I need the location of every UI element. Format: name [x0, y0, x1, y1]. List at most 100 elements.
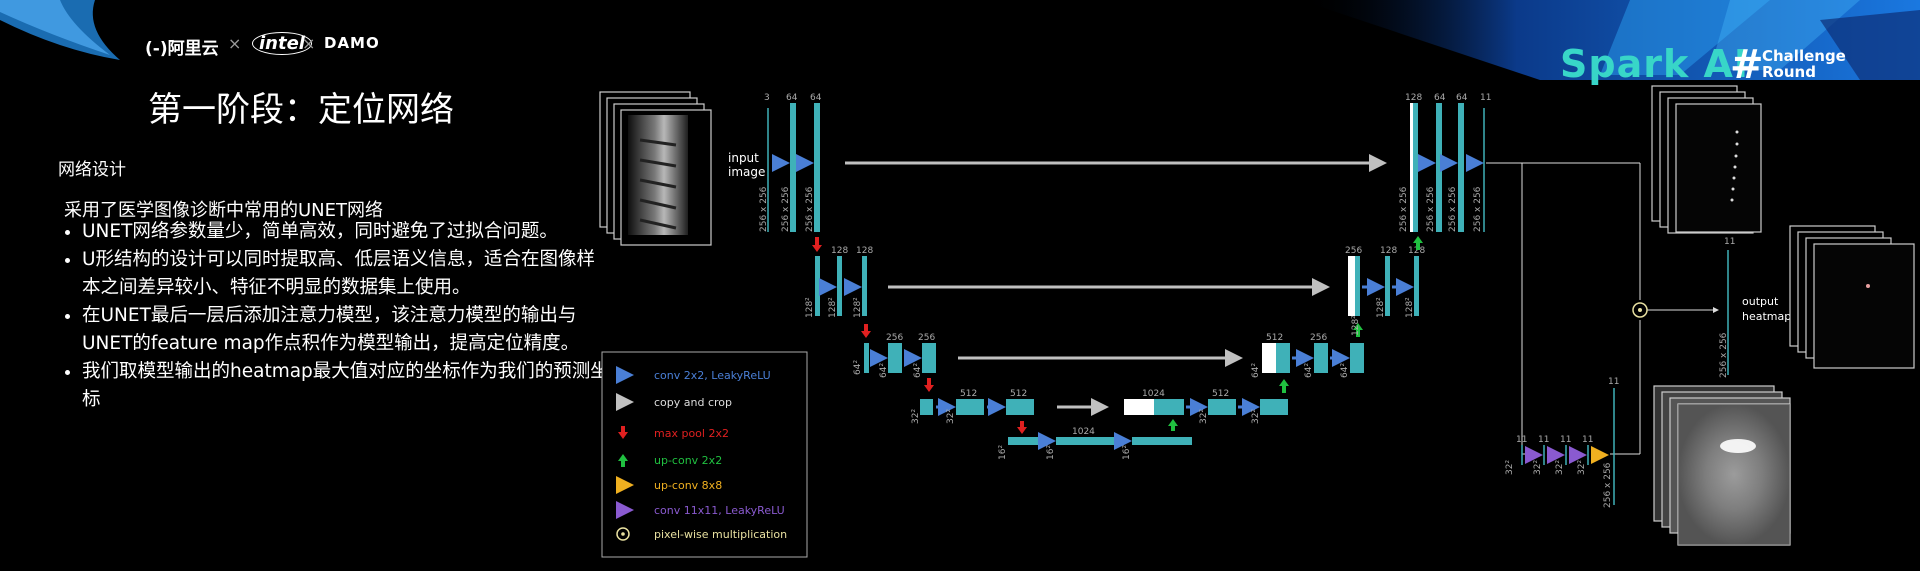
damo-logo: DAMO [324, 34, 380, 52]
bottleneck: 1024 16² 16² 16² [998, 419, 1192, 460]
bullet-item: UNET网络参数量少，简单高效，同时避免了过拟合问题。 [82, 218, 612, 246]
keypoint-dots [1730, 130, 1739, 202]
svg-text:32²: 32² [911, 409, 921, 424]
feature-block [814, 103, 820, 232]
svg-text:32²: 32² [1199, 409, 1209, 424]
svg-text:11: 11 [1538, 435, 1549, 445]
decoder-level-2: 256 128 128 128² 128² 128² [1345, 236, 1425, 336]
input-image-stack [599, 91, 712, 246]
mri-spine-image [628, 115, 688, 235]
svg-text:max pool 2x2: max pool 2x2 [654, 427, 729, 440]
svg-text:64²: 64² [853, 360, 863, 375]
svg-text:128²: 128² [805, 297, 815, 318]
svg-text:32²: 32² [1533, 460, 1543, 475]
svg-text:256 x 256: 256 x 256 [1473, 186, 1483, 232]
attention-branch: 11 11 11 11 32² 32² 32² 32² 11 256 x 256 [1505, 377, 1619, 508]
svg-text:11: 11 [1608, 377, 1619, 387]
svg-text:32²: 32² [946, 409, 956, 424]
svg-text:copy and crop: copy and crop [654, 396, 732, 409]
legend-item: max pool 2x2 [618, 426, 729, 440]
svg-text:11: 11 [1724, 237, 1735, 247]
svg-text:conv 2x2, LeakyReLU: conv 2x2, LeakyReLU [654, 369, 771, 382]
channel-label: 64 [810, 93, 822, 103]
header-decoration [0, 0, 120, 60]
svg-text:128: 128 [1408, 246, 1425, 256]
encoder-level-1: 3 64 64 256 x 256 256 x 256 256 x 256 [759, 93, 822, 252]
legend-item: copy and crop [616, 393, 732, 411]
intel-logo: intel [252, 32, 312, 55]
svg-text:32²: 32² [1505, 460, 1515, 475]
heatmap-peak [1866, 284, 1870, 288]
aliyun-logo: (-)阿里云 [145, 39, 219, 59]
svg-text:64²: 64² [1251, 363, 1261, 378]
challenge-round-label: Challenge Round [1762, 47, 1846, 81]
input-label-2: image [728, 165, 765, 179]
encoder-level-2: 128 128 128² 128² 128² [805, 246, 873, 338]
output-label-2: heatmap [1742, 310, 1791, 323]
svg-text:32²: 32² [1555, 460, 1565, 475]
svg-text:16²: 16² [1046, 445, 1056, 460]
svg-text:32²: 32² [1577, 460, 1587, 475]
svg-text:conv 11x11, LeakyReLU: conv 11x11, LeakyReLU [654, 504, 785, 517]
spark-ai-logo: Spark AI [1560, 42, 1750, 86]
legend-item: conv 11x11, LeakyReLU [616, 501, 785, 519]
svg-text:256 x 256: 256 x 256 [1603, 462, 1613, 508]
legend-box: conv 2x2, LeakyReLU copy and crop max po… [601, 351, 808, 558]
section-heading: 网络设计 [58, 160, 126, 180]
output-routing: 11 256 x 256 output heatmap [1486, 162, 1791, 455]
svg-text:512: 512 [1010, 389, 1027, 399]
separator-1: × [228, 34, 242, 53]
svg-text:11: 11 [1480, 93, 1491, 103]
svg-text:32²: 32² [1251, 409, 1261, 424]
legend-item: conv 2x2, LeakyReLU [616, 366, 771, 384]
svg-text:11: 11 [1582, 435, 1593, 445]
svg-text:128²: 128² [1405, 297, 1415, 318]
svg-text:up-conv 8x8: up-conv 8x8 [654, 479, 722, 492]
skip-connections [845, 154, 1387, 416]
svg-text:1024: 1024 [1142, 389, 1165, 399]
attention-peak [1720, 439, 1756, 453]
svg-text:11: 11 [1560, 435, 1571, 445]
svg-text:128²: 128² [1351, 315, 1361, 336]
svg-text:pixel-wise multiplication: pixel-wise multiplication [654, 528, 787, 541]
svg-text:1024: 1024 [1072, 427, 1095, 437]
svg-text:128²: 128² [853, 297, 863, 318]
size-label: 256 x 256 [781, 186, 791, 232]
size-label: 256 x 256 [759, 186, 769, 232]
svg-text:128: 128 [831, 246, 848, 256]
svg-text:256 x 256: 256 x 256 [1448, 186, 1458, 232]
svg-text:64²: 64² [913, 363, 923, 378]
output-label-1: output [1742, 295, 1779, 308]
decoder-level-3: 512 256 64² 64² 64² [1251, 323, 1364, 378]
decoder-level-4: 1024 512 32² 32² [1124, 379, 1289, 424]
svg-text:64: 64 [1456, 93, 1468, 103]
svg-text:11: 11 [1516, 435, 1527, 445]
svg-text:128²: 128² [1376, 297, 1386, 318]
svg-text:512: 512 [1266, 333, 1283, 343]
hash-icon: # [1730, 42, 1764, 88]
feature-block [790, 103, 796, 232]
svg-text:256: 256 [918, 333, 935, 343]
encoder-level-3: 256 256 64² 64² 64² [853, 333, 936, 392]
attention-heatmap-stack [1653, 385, 1791, 546]
svg-text:256 x 256: 256 x 256 [1426, 186, 1436, 232]
svg-text:256: 256 [886, 333, 903, 343]
svg-text:512: 512 [1212, 389, 1229, 399]
separator-2: × [302, 34, 316, 53]
input-label-1: input [728, 151, 759, 165]
svg-text:128: 128 [856, 246, 873, 256]
svg-text:128: 128 [1380, 246, 1397, 256]
decoder-level-1: 128 64 64 11 256 x 256 256 x 256 256 x 2… [1399, 93, 1491, 232]
size-label: 256 x 256 [805, 186, 815, 232]
svg-text:16²: 16² [998, 445, 1008, 460]
svg-text:up-conv 2x2: up-conv 2x2 [654, 454, 722, 467]
page-title: 第一阶段：定位网络 [148, 90, 454, 130]
svg-text:512: 512 [960, 389, 977, 399]
bullet-item: 在UNET最后一层后添加注意力模型，该注意力模型的输出与UNET的feature… [82, 302, 612, 358]
heatmap-stack-top [1651, 85, 1762, 234]
svg-text:128: 128 [1405, 93, 1422, 103]
legend-item: pixel-wise multiplication [616, 527, 787, 541]
encoder-level-4: 512 512 32² 32² [911, 389, 1034, 434]
